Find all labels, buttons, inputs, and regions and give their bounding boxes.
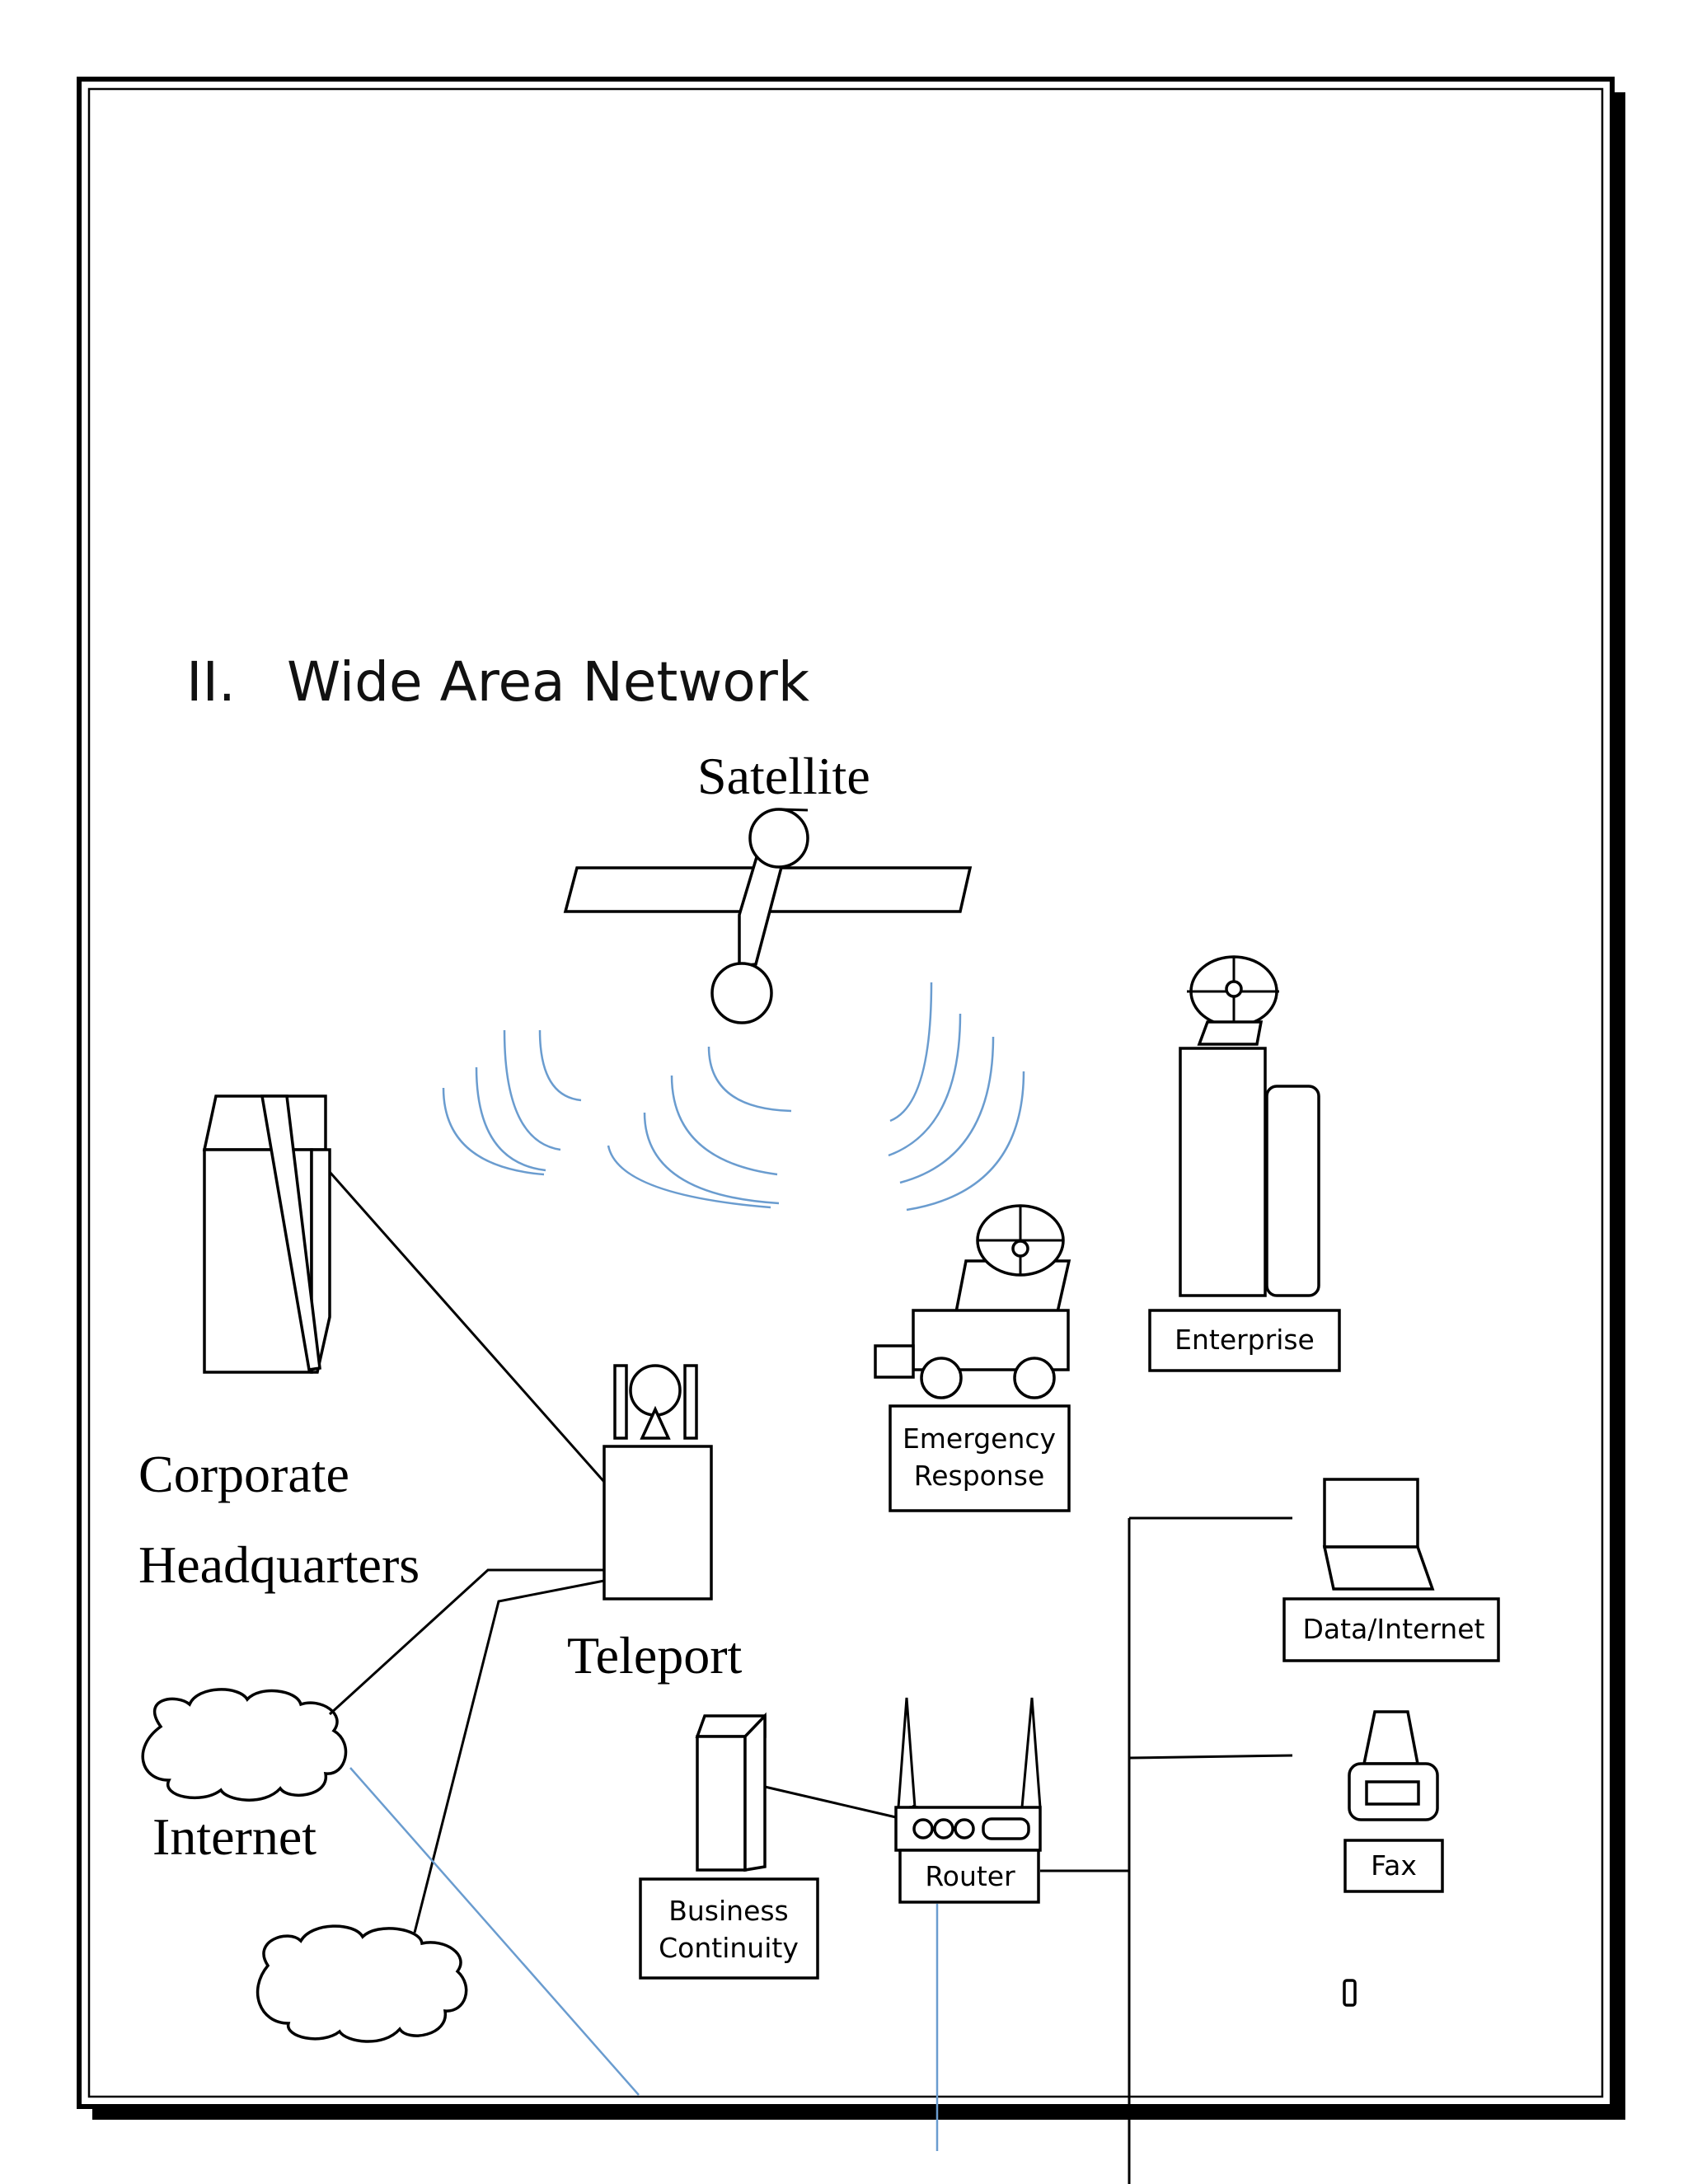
corporate-label-line2: Headquarters	[138, 1535, 420, 1594]
business-continuity-box: Business Continuity	[639, 1877, 819, 1980]
laptop-icon	[1322, 1478, 1435, 1591]
business-router-link	[764, 1785, 897, 1819]
headquarters-building-icon	[202, 1094, 331, 1374]
enterprise-server-icon	[1179, 1047, 1320, 1297]
router-box: Router	[898, 1849, 1040, 1904]
satellite-icon	[563, 808, 973, 1024]
signal-waves	[442, 982, 1025, 1212]
enterprise-box: Enterprise	[1148, 1309, 1341, 1372]
business-server-icon	[695, 1712, 767, 1872]
business-label-line2: Continuity	[659, 1932, 799, 1964]
small-device-icon	[1343, 1979, 1357, 2007]
page-frame	[77, 77, 1625, 2120]
emergency-response-box: Emergency Response	[889, 1404, 1071, 1512]
emergency-vehicle-icon	[874, 1204, 1071, 1399]
internet-cloud-icon	[141, 1688, 348, 1802]
blue-links	[349, 1767, 939, 2151]
fax-label: Fax	[1371, 1849, 1417, 1882]
router-icon	[894, 1697, 1042, 1852]
business-label-line1: Business	[668, 1895, 789, 1927]
satellite-label: Satellite	[697, 747, 870, 805]
section-number: II.	[186, 650, 236, 714]
fax-box: Fax	[1343, 1839, 1444, 1893]
emergency-label-line2: Response	[914, 1460, 1045, 1492]
section-title: Wide Area Network	[287, 650, 810, 714]
fax-icon	[1348, 1710, 1439, 1821]
enterprise-dish-icon	[1187, 955, 1279, 1046]
connection-lines	[328, 1171, 606, 1933]
bus-lines	[1040, 1516, 1293, 2184]
teleport-label: Teleport	[567, 1626, 743, 1685]
corporate-label-line1: Corporate	[138, 1445, 349, 1503]
secondary-cloud-icon	[256, 1924, 468, 2043]
teleport-icon	[603, 1364, 713, 1601]
enterprise-label: Enterprise	[1175, 1324, 1315, 1356]
router-label: Router	[925, 1860, 1015, 1892]
data-internet-box: Data/Internet	[1282, 1597, 1500, 1662]
data-internet-label: Data/Internet	[1303, 1613, 1485, 1645]
emergency-label-line1: Emergency	[903, 1422, 1056, 1455]
internet-label: Internet	[152, 1807, 316, 1866]
